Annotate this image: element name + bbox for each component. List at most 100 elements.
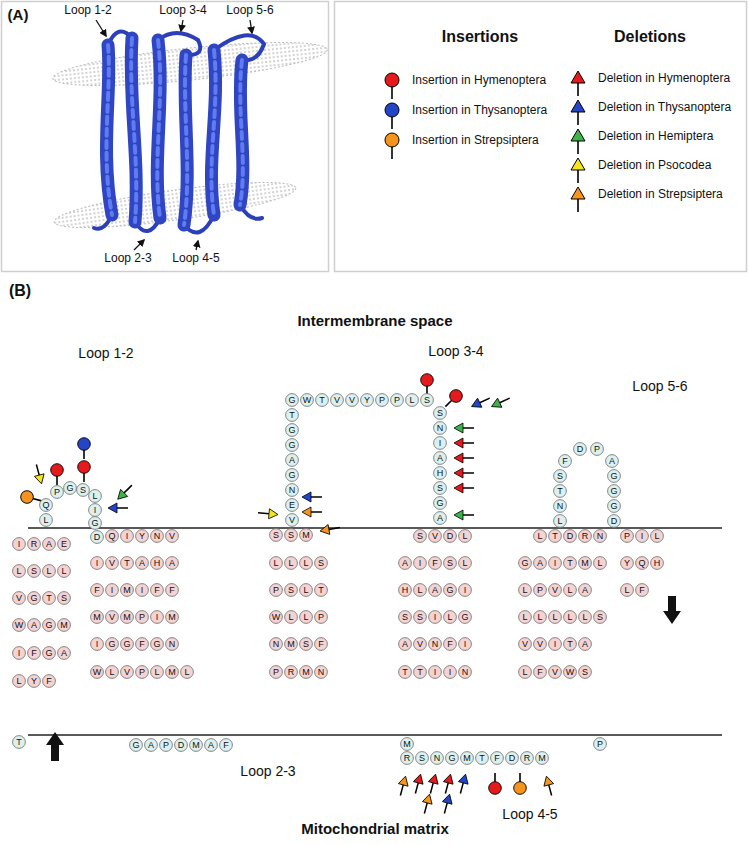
residue-letter: L [405,393,419,407]
residue-outline [636,557,649,570]
residue-outline [416,752,429,765]
residue-outline [300,638,313,651]
helix-residue: T [563,637,577,651]
legend-text: Deletion in Hemiptera [598,129,713,143]
loop-residue: F [558,454,572,468]
residue-letter: V [533,637,547,651]
residue-letter: I [90,637,104,651]
helix-residue: P [533,583,547,597]
helix-residue: V [105,556,119,570]
helix-residue: S [578,665,592,679]
residue-letter: G [285,438,299,452]
residue-outline [58,592,71,605]
legend-symbol [382,71,402,101]
residue-outline [444,530,457,543]
residue-outline [106,584,119,597]
membrane-line [28,528,722,735]
helix-residue: I [120,529,134,543]
residue-letter: S [415,751,429,765]
helix-residue: L [533,529,547,543]
panel-letter: (A) [8,6,29,23]
helix-residue: N [458,665,472,679]
residue-outline [574,443,587,456]
residue-letter: L [299,556,313,570]
residue-outline [315,611,328,624]
residue-outline [300,557,313,570]
residue-letter: I [413,556,427,570]
residue-outline [166,584,179,597]
residue-outline [491,752,504,765]
residue-outline [285,611,298,624]
helix-residue: I [135,583,149,597]
residue-letter: L [12,564,26,578]
residue-outline [376,394,389,407]
helix-residue: P [135,665,149,679]
residue-outline [444,557,457,570]
helix-residue: A [578,583,592,597]
loop-residue: V [330,393,344,407]
helix-residue: T [548,529,562,543]
residue-outline [285,584,298,597]
helix-residue: L [42,564,56,578]
residue-outline [414,666,427,679]
helix-residue: A [42,537,56,551]
residue-outline [160,739,173,752]
residue-outline [28,647,41,660]
residue-letter: G [88,516,102,530]
residue-letter: A [165,556,179,570]
loop-residue: G [285,468,299,482]
residue-letter: L [88,489,102,503]
helix-residue: F [135,637,149,651]
loop-residue: P [590,442,604,456]
residue-outline [636,530,649,543]
helix-residue: N [150,529,164,543]
helix-residue: L [593,556,607,570]
residue-letter: G [458,610,472,624]
helix-residue: P [269,583,283,597]
legend-text: Deletion in Psocodea [598,158,711,172]
residue-letter: L [12,674,26,688]
arrow-tail [577,141,579,154]
residue-letter: V [413,637,427,651]
residue-letter: L [39,513,53,527]
residue-outline [444,638,457,651]
residue-letter: L [518,665,532,679]
residue-outline [43,619,56,632]
helix-residue: M [120,610,134,624]
residue-outline [399,557,412,570]
residue-outline [130,739,143,752]
helix-residue: F [443,637,457,651]
residue-outline [549,530,562,543]
helix-residue: L [563,610,577,624]
residue-outline [414,530,427,543]
helix-residue: L [150,665,164,679]
residue-letter: P [269,583,283,597]
residue-outline [205,739,218,752]
residue-outline [594,738,607,751]
residue-letter: S [284,528,298,542]
residue-letter: D [174,738,188,752]
helix-residue: G [443,583,457,597]
residue-outline [434,407,447,420]
residue-letter: L [180,665,194,679]
residue-letter: S [420,393,434,407]
residue-letter: V [548,665,562,679]
residue-letter: R [520,751,534,765]
residue-outline [136,638,149,651]
residue-outline [58,538,71,551]
residue-letter: I [458,583,472,597]
residue-outline [519,611,532,624]
helix-residue: E [57,537,71,551]
helix-residue: L [458,529,472,543]
legend-swatch [385,73,399,87]
helix-residue: T [42,591,56,605]
residue-letter: A [285,453,299,467]
legend-swatch [571,158,585,170]
residue-outline [559,455,572,468]
helix-residue: V [518,637,532,651]
residue-letter: L [299,610,313,624]
residue-outline [151,666,164,679]
residue-letter: P [375,393,389,407]
residue-outline [421,394,434,407]
residue-outline [58,565,71,578]
